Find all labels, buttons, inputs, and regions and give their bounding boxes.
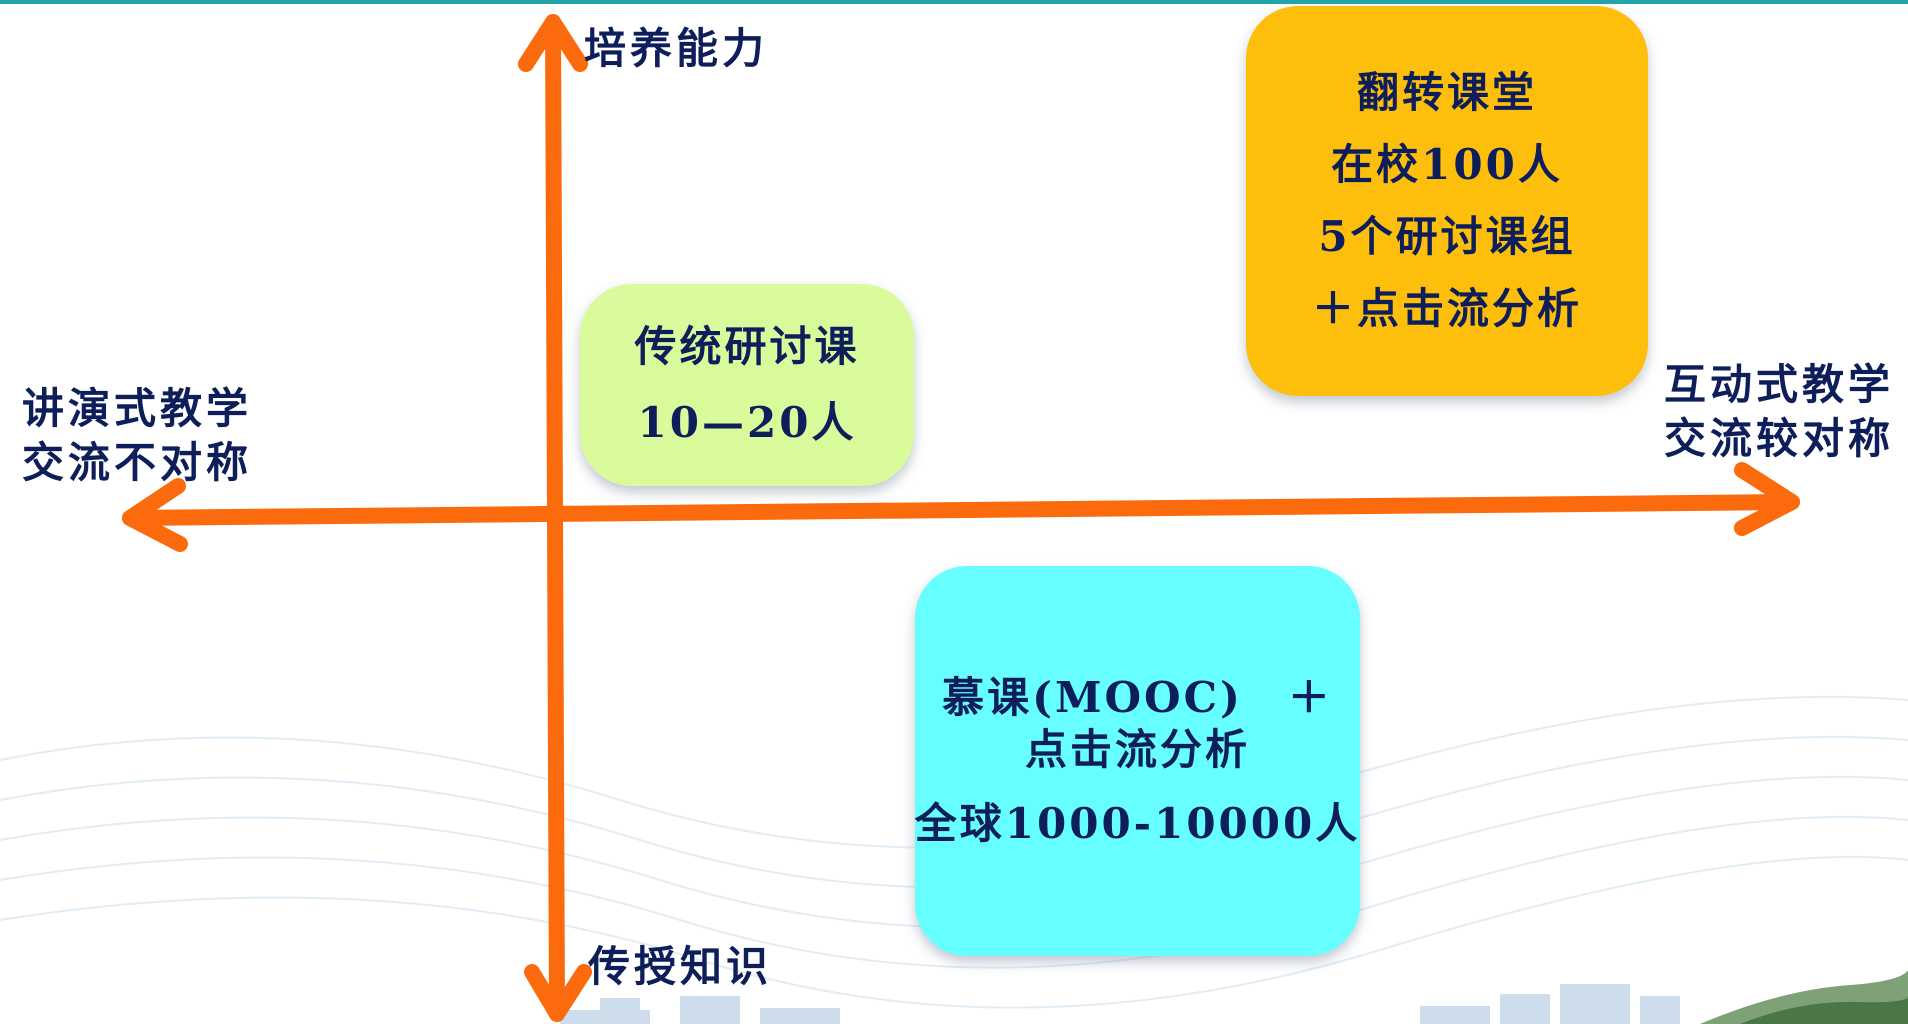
axis-label-left-line: 交流不对称: [22, 438, 253, 487]
arrow-down-icon: [524, 964, 592, 1022]
box-line: 全球1000-10000人: [914, 799, 1361, 848]
arrow-up-icon: [518, 14, 588, 72]
box-line: 慕课(MOOC) ＋: [942, 673, 1333, 722]
axis-label-right: 互动式教学 交流较对称: [1664, 358, 1894, 466]
box-line: 传统研讨课: [634, 322, 860, 371]
horizontal-axis: [122, 494, 1800, 526]
axis-label-left-line: 讲演式教学: [22, 384, 253, 433]
box-line: 10—20人: [637, 398, 857, 447]
traditional-seminar-box: 传统研讨课 10—20人: [580, 284, 914, 486]
axis-label-right-line: 交流较对称: [1664, 414, 1895, 463]
mooc-box: 慕课(MOOC) ＋ 点击流分析 全球1000-10000人: [915, 566, 1360, 956]
axis-label-left: 讲演式教学 交流不对称: [22, 382, 252, 490]
axis-label-right-line: 互动式教学: [1664, 360, 1895, 409]
axis-label-bottom: 传授知识: [588, 942, 773, 991]
box-line: 在校100人: [1331, 140, 1563, 189]
box-line: 点击流分析: [1024, 725, 1250, 774]
axis-label-top: 培养能力: [584, 24, 769, 73]
arrow-left-icon: [122, 478, 188, 552]
top-rule: [0, 0, 1908, 4]
flipped-classroom-box: 翻转课堂 在校100人 5个研讨课组 ＋点击流分析: [1246, 6, 1648, 396]
box-line: 5个研讨课组: [1318, 212, 1576, 261]
box-line: 翻转课堂: [1356, 68, 1537, 117]
arrow-right-icon: [1734, 462, 1800, 536]
box-line: ＋点击流分析: [1311, 284, 1582, 333]
